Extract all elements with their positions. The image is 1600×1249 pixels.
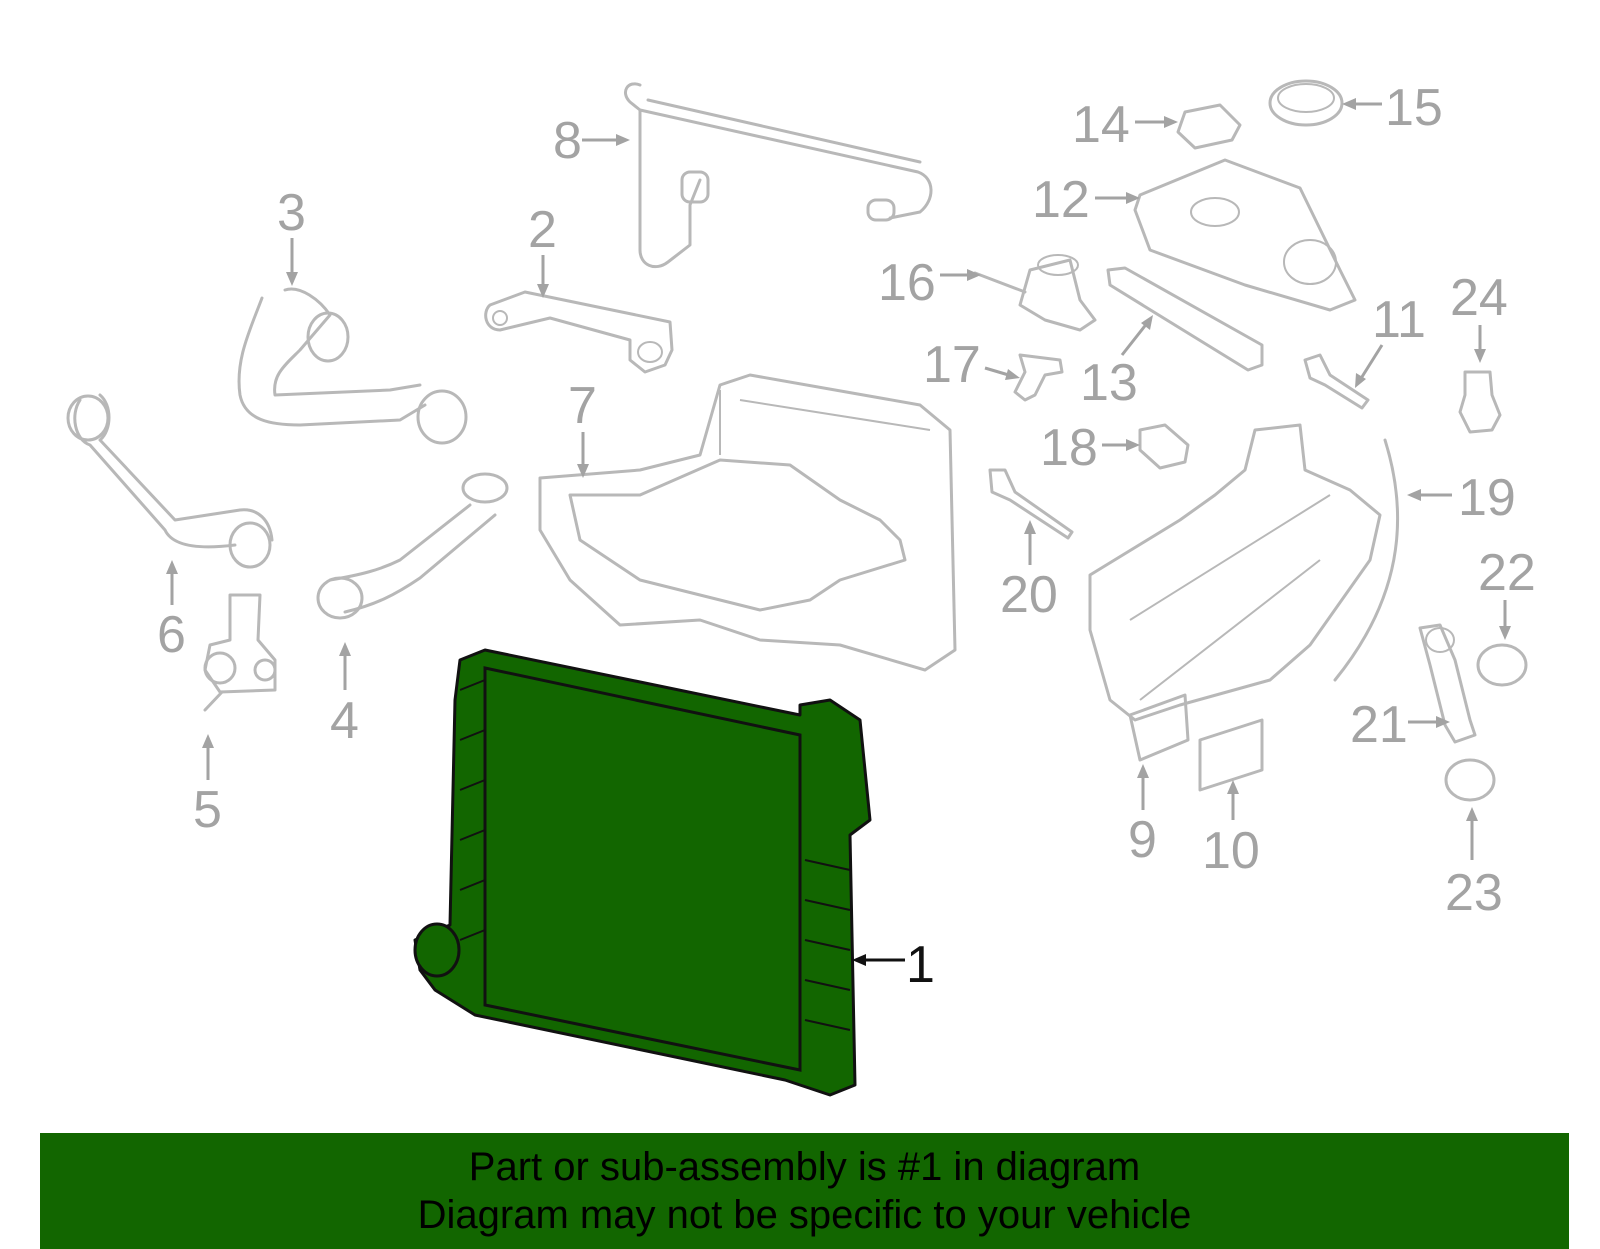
callout-21: 21 bbox=[1350, 696, 1450, 754]
part-15-cap bbox=[1268, 79, 1344, 127]
svg-text:15: 15 bbox=[1385, 79, 1443, 137]
part-4-hose bbox=[316, 472, 509, 620]
svg-text:8: 8 bbox=[553, 112, 582, 170]
part-7-shroud bbox=[538, 373, 957, 672]
callout-3: 3 bbox=[277, 184, 306, 286]
svg-text:9: 9 bbox=[1128, 811, 1157, 869]
part-2-bracket bbox=[484, 290, 674, 374]
part-18-fitting bbox=[1138, 423, 1190, 470]
part-10-pad bbox=[1198, 718, 1264, 792]
svg-text:6: 6 bbox=[157, 606, 186, 664]
svg-text:5: 5 bbox=[193, 781, 222, 839]
svg-text:2: 2 bbox=[528, 201, 557, 259]
part-1-radiator bbox=[413, 648, 872, 1097]
svg-text:16: 16 bbox=[878, 254, 936, 312]
callout-4: 4 bbox=[330, 642, 359, 750]
callout-20: 20 bbox=[1000, 520, 1058, 624]
callout-label: 1 bbox=[906, 936, 935, 994]
part-5-connector bbox=[203, 593, 277, 712]
callout-18: 18 bbox=[1040, 419, 1140, 477]
svg-text:3: 3 bbox=[277, 184, 306, 242]
callout-1: 1 bbox=[852, 936, 935, 994]
caption-banner: Part or sub-assembly is #1 in diagram Di… bbox=[40, 1133, 1569, 1249]
part-20-sensor bbox=[988, 468, 1074, 540]
callout-22: 22 bbox=[1478, 544, 1536, 640]
svg-text:11: 11 bbox=[1372, 291, 1426, 349]
callout-14: 14 bbox=[1072, 96, 1178, 154]
part-23-clamp bbox=[1444, 758, 1496, 802]
callout-24: 24 bbox=[1450, 269, 1508, 363]
svg-text:10: 10 bbox=[1202, 822, 1260, 880]
callout-5: 5 bbox=[193, 734, 222, 839]
svg-text:19: 19 bbox=[1458, 469, 1516, 527]
callout-6: 6 bbox=[157, 560, 186, 664]
callout-15: 15 bbox=[1342, 79, 1443, 137]
callout-11: 11 bbox=[1355, 291, 1426, 388]
svg-text:21: 21 bbox=[1350, 696, 1408, 754]
part-11-bolt bbox=[1303, 353, 1370, 410]
callout-17: 17 bbox=[923, 336, 1020, 394]
callout-13: 13 bbox=[1080, 315, 1153, 412]
callout-16: 16 bbox=[878, 254, 981, 312]
svg-text:18: 18 bbox=[1040, 419, 1098, 477]
svg-text:24: 24 bbox=[1450, 269, 1508, 327]
part-24-fitting bbox=[1458, 370, 1502, 434]
part-9-reservoir bbox=[1088, 423, 1382, 762]
part-22-clamp bbox=[1476, 643, 1528, 687]
callout-10: 10 bbox=[1202, 780, 1260, 880]
svg-text:14: 14 bbox=[1072, 96, 1130, 154]
part-19-tube bbox=[1333, 438, 1400, 682]
callout-23: 23 bbox=[1445, 807, 1503, 922]
svg-text:12: 12 bbox=[1032, 171, 1090, 229]
part-6-hose bbox=[66, 393, 274, 569]
part-13-strip bbox=[1106, 266, 1264, 372]
callout-7: 7 bbox=[568, 377, 597, 478]
callout-8: 8 bbox=[553, 112, 630, 170]
part-17-clip bbox=[1013, 353, 1064, 402]
svg-text:22: 22 bbox=[1478, 544, 1536, 602]
caption-line-1: Part or sub-assembly is #1 in diagram bbox=[468, 1145, 1141, 1189]
svg-text:23: 23 bbox=[1445, 864, 1503, 922]
svg-text:7: 7 bbox=[568, 377, 597, 435]
svg-text:4: 4 bbox=[330, 692, 359, 750]
caption-line-2: Diagram may not be specific to your vehi… bbox=[417, 1193, 1192, 1237]
part-12-tray bbox=[1133, 158, 1357, 312]
part-21-hose bbox=[1418, 623, 1477, 744]
svg-text:13: 13 bbox=[1080, 354, 1138, 412]
callout-19: 19 bbox=[1407, 469, 1516, 527]
part-14-cap bbox=[1176, 103, 1242, 150]
svg-text:20: 20 bbox=[1000, 566, 1058, 624]
svg-text:17: 17 bbox=[923, 336, 981, 394]
callout-9: 9 bbox=[1128, 764, 1157, 869]
part-8-bleed-pipe bbox=[624, 82, 933, 269]
part-3-upper-hose bbox=[237, 287, 468, 445]
callout-2: 2 bbox=[528, 201, 557, 298]
callout-12: 12 bbox=[1032, 171, 1140, 229]
part-16-sensor bbox=[973, 254, 1097, 332]
